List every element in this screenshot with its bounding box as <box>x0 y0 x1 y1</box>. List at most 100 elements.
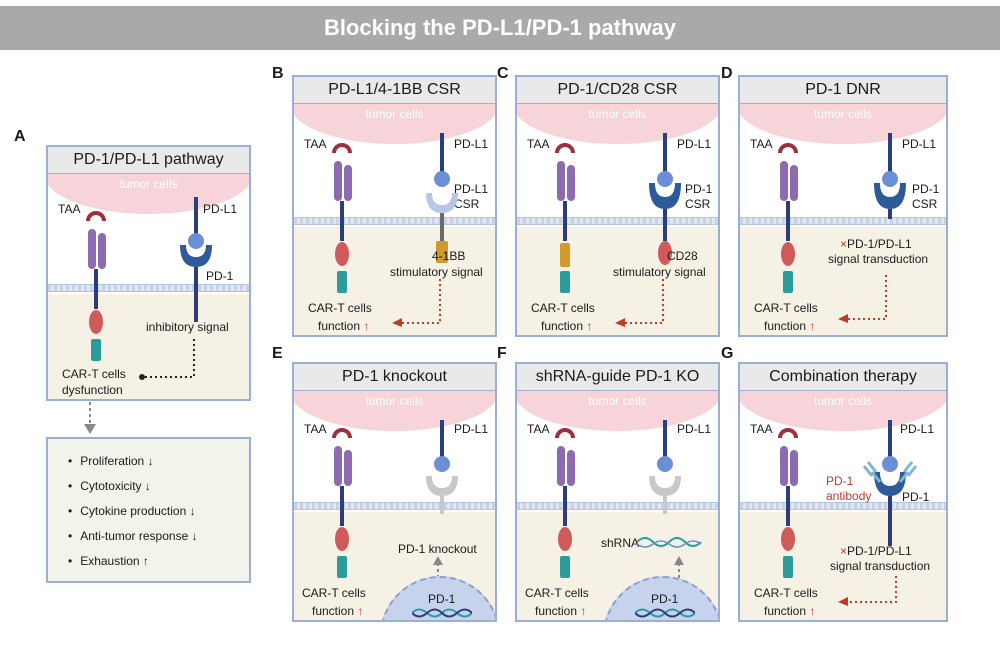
panel-letter-b: B <box>272 65 284 82</box>
down-dashed-arrow-icon <box>84 402 96 434</box>
tumor-cells-label: tumor cells <box>365 107 424 121</box>
panel-b: PD-L1/4-1BB CSR tumor cells TAA PD-L1 PD… <box>292 75 497 337</box>
panel-title: PD-1 knockout <box>294 364 495 392</box>
function-label: function ↑ <box>764 319 815 333</box>
taa-label: TAA <box>58 202 81 216</box>
function-label: function ↑ <box>535 604 586 618</box>
function-text: function <box>764 604 807 618</box>
car-t-cells-label: CAR-T cells <box>525 586 589 600</box>
up-arrow-icon: ↑ <box>809 319 816 333</box>
outcome-item: Exhaustion ↑ <box>68 549 198 574</box>
car-t-cells-label: CAR-T cells <box>302 586 366 600</box>
pd1-dnr-icon <box>874 133 906 219</box>
pdl1-csr-icon <box>426 133 458 263</box>
pdl1-label: PD-L1 <box>677 422 712 436</box>
pdl1-label: PD-L1 <box>454 422 489 436</box>
dysfunction-label: dysfunction <box>62 383 123 397</box>
function-text: function <box>764 319 807 333</box>
tumor-cells-label: tumor cells <box>813 394 872 408</box>
four-1bb-label: 4-1BB <box>432 249 466 263</box>
cell-membrane <box>517 217 718 225</box>
car-receptor-icon <box>555 428 575 578</box>
panel-letter-d: D <box>721 65 733 82</box>
shrna-strand-icon <box>637 537 702 548</box>
outcome-text: Anti-tumor response <box>80 529 189 543</box>
outcome-list: Proliferation ↓ Cytotoxicity ↓ Cytokine … <box>68 449 198 574</box>
pdl1-label: PD-L1 <box>454 182 489 196</box>
panel-g: Combination therapy tumor cells TAA PD-L… <box>738 362 948 622</box>
t-cell-cytoplasm <box>48 294 249 399</box>
pd1-antibody-label-line1: PD-1 <box>826 474 854 488</box>
panel-title: shRNA-guide PD-1 KO <box>517 364 718 392</box>
car-receptor-icon <box>332 428 352 578</box>
pdl1-label: PD-L1 <box>902 137 937 151</box>
outcome-item: Anti-tumor response ↓ <box>68 524 197 549</box>
car-receptor-icon <box>332 143 352 293</box>
t-cell-cytoplasm <box>294 227 495 335</box>
stimulatory-arrow-icon <box>615 279 664 327</box>
car-receptor-icon <box>778 428 798 578</box>
panel-title: PD-1 DNR <box>740 77 946 105</box>
blocked-signal-text: PD-1/PD-L1 <box>847 544 912 558</box>
function-text: function <box>312 604 355 618</box>
function-text: function <box>535 604 578 618</box>
outcome-text: Exhaustion <box>80 554 140 568</box>
pd1-pdl1-binding-icon <box>180 197 212 322</box>
pd1-label: PD-1 <box>902 490 930 504</box>
csr-label: CSR <box>912 197 938 211</box>
taa-label: TAA <box>304 137 327 151</box>
panel-letter-a: A <box>14 128 26 145</box>
shrna-label: shRNA <box>601 536 640 550</box>
stimulatory-arrow-icon <box>392 279 441 327</box>
knocked-out-pd1-icon <box>426 420 458 514</box>
panel-e: PD-1 knockout tumor cells TAA PD-L1 PD-1… <box>292 362 497 622</box>
function-text: function <box>541 319 584 333</box>
up-arrow-icon: ↑ <box>363 319 370 333</box>
outcome-item: Cytokine production ↓ <box>68 499 198 524</box>
csr-label: CSR <box>454 197 480 211</box>
tumor-cells-label: tumor cells <box>813 107 872 121</box>
signal-transduction-label: signal transduction <box>830 559 931 573</box>
up-arrow-icon: ↑ <box>809 604 816 618</box>
pd1-gene-label: PD-1 <box>651 592 679 606</box>
tumor-cells-label: tumor cells <box>365 394 424 408</box>
pdl1-label: PD-L1 <box>677 137 712 151</box>
up-arrow-icon: ↑ <box>580 604 587 618</box>
inhibitory-arrow-icon <box>139 339 195 380</box>
panel-title: Combination therapy <box>740 364 946 392</box>
panel-title: PD-1/PD-L1 pathway <box>48 147 249 175</box>
taa-label: TAA <box>527 137 550 151</box>
outcome-item: Proliferation ↓ <box>68 449 198 474</box>
up-dashed-arrow-icon <box>433 556 443 578</box>
x-mark-icon: × <box>840 237 848 251</box>
taa-label: TAA <box>750 422 773 436</box>
panel-letter-g: G <box>721 345 734 362</box>
function-label: function ↑ <box>541 319 592 333</box>
car-t-cells-label: CAR-T cells <box>531 301 595 315</box>
car-t-cells-label: CAR-T cells <box>754 586 818 600</box>
signal-arrow-icon <box>838 275 887 323</box>
cell-membrane <box>517 502 718 510</box>
cell-membrane <box>740 502 946 510</box>
outcome-item: Cytotoxicity ↓ <box>68 474 198 499</box>
outcome-text: Cytokine production <box>80 504 187 518</box>
dnr-text: PD-1/PD-L1 <box>847 237 912 251</box>
panel-d: PD-1 DNR tumor cells TAA PD-L1 PD-1 CSR … <box>738 75 948 337</box>
banner-title: Blocking the PD-L1/PD-1 pathway <box>0 6 1000 50</box>
cell-membrane <box>294 217 495 225</box>
cd28-label: CD28 <box>667 249 698 263</box>
pdl1-label: PD-L1 <box>900 422 935 436</box>
function-label: function ↑ <box>318 319 369 333</box>
taa-label: TAA <box>304 422 327 436</box>
pd1-gene-label: PD-1 <box>428 592 456 606</box>
t-cell-cytoplasm <box>517 227 718 335</box>
dna-icon <box>635 608 695 618</box>
cell-membrane <box>48 284 249 292</box>
outcome-text: Cytotoxicity <box>80 479 142 493</box>
car-receptor-icon <box>555 143 575 293</box>
up-arrow-icon: ↑ <box>357 604 364 618</box>
outcome-arrow: ↑ <box>142 554 149 568</box>
function-label: function ↑ <box>312 604 363 618</box>
panel-letter-f: F <box>497 345 507 362</box>
outcome-arrow: ↓ <box>189 504 196 518</box>
